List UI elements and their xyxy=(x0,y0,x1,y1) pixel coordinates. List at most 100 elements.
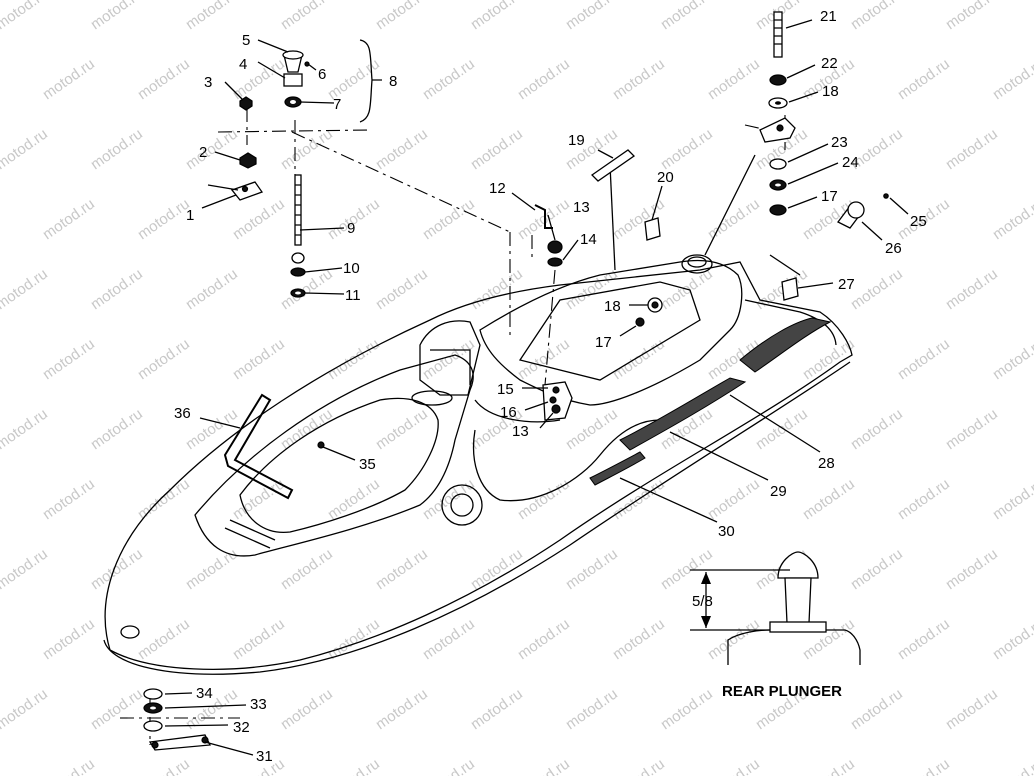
front-hatch xyxy=(239,397,439,533)
watermark-text: motod.ru xyxy=(895,615,953,663)
watermark-text: motod.ru xyxy=(40,475,98,523)
callout-27: 27 xyxy=(838,276,855,293)
watermark-text: motod.ru xyxy=(183,545,241,593)
watermark-text: motod.ru xyxy=(658,545,716,593)
watermark-text: motod.ru xyxy=(0,195,3,243)
watermark-text: motod.ru xyxy=(753,265,811,313)
mat-30 xyxy=(589,451,646,486)
mat-29 xyxy=(619,377,747,451)
callout-16: 16 xyxy=(500,404,517,421)
callout-10: 10 xyxy=(343,260,360,277)
watermark-text: motod.ru xyxy=(468,545,526,593)
watermark-text: motod.ru xyxy=(420,755,478,776)
callout-31: 31 xyxy=(256,748,273,765)
watermark-text: motod.ru xyxy=(420,335,478,383)
watermark-text: motod.ru xyxy=(373,0,431,33)
watermark-text: motod.ru xyxy=(848,405,906,453)
watermark-text: motod.ru xyxy=(705,475,763,523)
callout-29: 29 xyxy=(770,483,787,500)
callout-11: 11 xyxy=(345,287,361,304)
watermark-text: motod.ru xyxy=(515,615,573,663)
watermark-text: motod.ru xyxy=(135,55,193,103)
watermark-text: motod.ru xyxy=(0,405,51,453)
callout-21: 21 xyxy=(820,8,837,25)
watermark-text: motod.ru xyxy=(895,475,953,523)
watermark-text: motod.ru xyxy=(610,335,668,383)
watermark-text: motod.ru xyxy=(135,475,193,523)
watermark-text: motod.ru xyxy=(468,265,526,313)
watermark-text: motod.ru xyxy=(0,755,3,776)
watermark-text: motod.ru xyxy=(420,195,478,243)
watermark-text: motod.ru xyxy=(705,755,763,776)
watermark-text: motod.ru xyxy=(88,265,146,313)
watermark-text: motod.ru xyxy=(0,265,51,313)
watermark-text: motod.ru xyxy=(658,685,716,733)
watermark-text: motod.ru xyxy=(943,125,1001,173)
watermark-text: motod.ru xyxy=(40,755,98,776)
callout-32: 32 xyxy=(233,719,250,736)
callout-8: 8 xyxy=(389,73,397,90)
callout-20: 20 xyxy=(657,169,674,186)
watermark-text: motod.ru xyxy=(515,55,573,103)
watermark-text: motod.ru xyxy=(373,265,431,313)
watermark-text: motod.ru xyxy=(610,615,668,663)
watermark-text: motod.ru xyxy=(325,755,383,776)
callout-19: 19 xyxy=(568,132,585,149)
watermark-text: motod.ru xyxy=(705,55,763,103)
watermark-text: motod.ru xyxy=(943,685,1001,733)
rear-plunger-caption: REAR PLUNGER xyxy=(722,683,842,700)
callout-22: 22 xyxy=(821,55,838,72)
watermark-text: motod.ru xyxy=(278,405,336,453)
watermark-text: motod.ru xyxy=(468,0,526,33)
callout-13-top: 13 xyxy=(573,199,590,216)
watermark-text: motod.ru xyxy=(848,265,906,313)
watermark-text: motod.ru xyxy=(373,405,431,453)
watermark-text: motod.ru xyxy=(183,265,241,313)
callout-17-stack: 17 xyxy=(821,188,838,205)
watermark-text: motod.ru xyxy=(468,685,526,733)
watermark-text: motod.ru xyxy=(943,545,1001,593)
seat xyxy=(479,259,743,406)
callout-7: 7 xyxy=(333,96,341,113)
watermark-text: motod.ru xyxy=(88,685,146,733)
watermark-text: motod.ru xyxy=(800,475,858,523)
watermark-text: motod.ru xyxy=(705,195,763,243)
callout-12: 12 xyxy=(489,180,506,197)
watermark-text: motod.ru xyxy=(800,755,858,776)
callout-30: 30 xyxy=(718,523,735,540)
watermark-text: motod.ru xyxy=(990,195,1034,243)
watermark-text: motod.ru xyxy=(610,55,668,103)
watermark-text: motod.ru xyxy=(135,755,193,776)
mat-28 xyxy=(739,317,832,373)
watermark-text: motod.ru xyxy=(230,615,288,663)
watermark-text: motod.ru xyxy=(848,685,906,733)
watermark-text: motod.ru xyxy=(563,685,621,733)
watermark-text: motod.ru xyxy=(0,685,51,733)
callout-2: 2 xyxy=(199,144,207,161)
watermark-text: motod.ru xyxy=(183,125,241,173)
callout-28: 28 xyxy=(818,455,835,472)
watermark-text: motod.ru xyxy=(278,265,336,313)
watermark-text: motod.ru xyxy=(0,0,51,33)
callout-3: 3 xyxy=(204,74,212,91)
watermark-text: motod.ru xyxy=(848,545,906,593)
watermark-text: motod.ru xyxy=(515,195,573,243)
watermark-text: motod.ru xyxy=(990,335,1034,383)
watermark-text: motod.ru xyxy=(753,405,811,453)
callout-26: 26 xyxy=(885,240,902,257)
watermark-text: motod.ru xyxy=(40,195,98,243)
hull-outline xyxy=(104,261,853,670)
watermark-text: motod.ru xyxy=(0,55,3,103)
callout-34: 34 xyxy=(196,685,213,702)
watermark-text: motod.ru xyxy=(0,615,3,663)
watermark-text: motod.ru xyxy=(990,475,1034,523)
watermark-text: motod.ru xyxy=(373,545,431,593)
callout-33: 33 xyxy=(250,696,267,713)
callout-6: 6 xyxy=(318,66,326,83)
callout-18-seat: 18 xyxy=(604,298,621,315)
callout-17-seat: 17 xyxy=(595,334,612,351)
watermark-text: motod.ru xyxy=(943,0,1001,33)
callout-13-bottom: 13 xyxy=(512,423,529,440)
watermark-text: motod.ru xyxy=(373,125,431,173)
